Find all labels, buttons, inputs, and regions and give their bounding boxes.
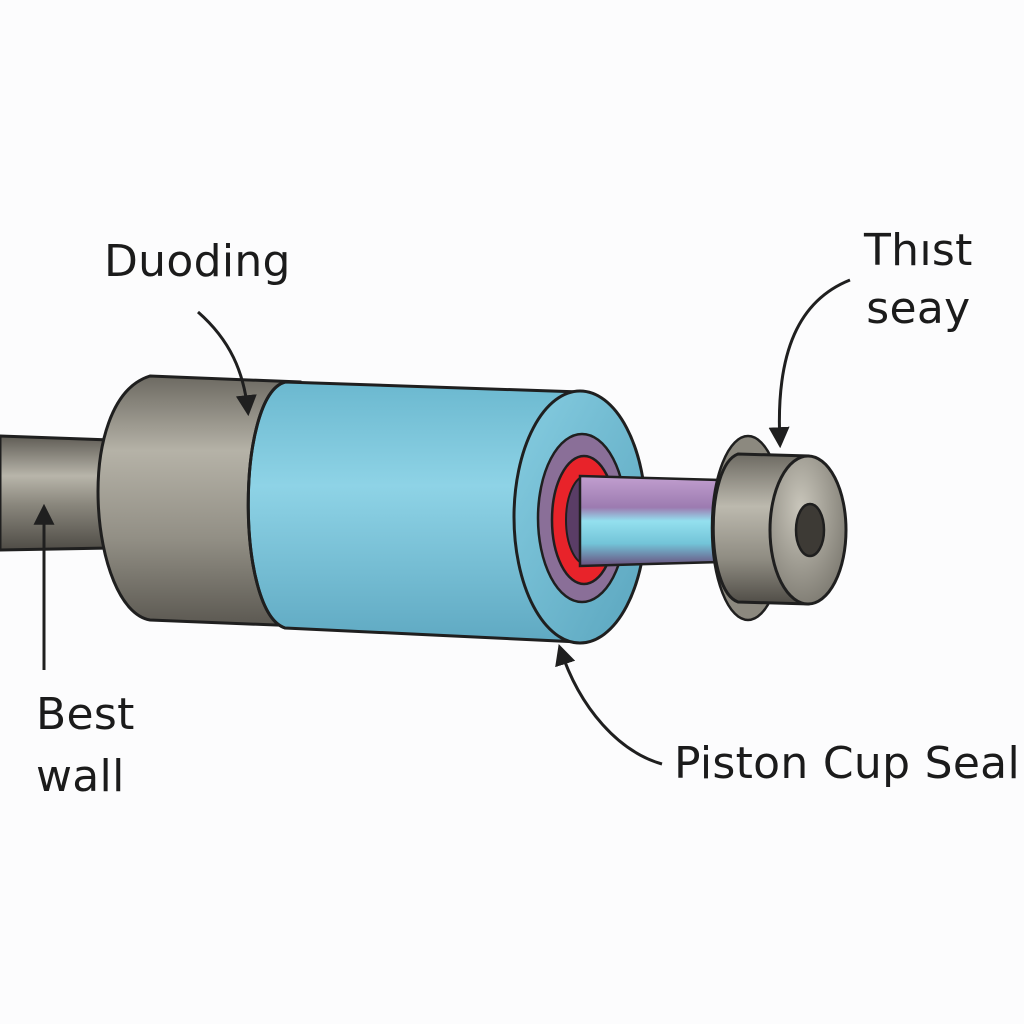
label-thist-line1: Thıst	[864, 225, 973, 276]
label-thist-line2: seay	[866, 283, 971, 335]
label-best-line2: wall	[36, 750, 125, 802]
sleeve-seam	[246, 380, 286, 630]
label-piston-cup-seal: Piston Cup Seal	[674, 738, 1020, 789]
gray-body	[96, 374, 302, 628]
arrow-piston-cup-seal	[555, 644, 663, 766]
left-rod	[0, 434, 112, 552]
inner-rod	[578, 474, 722, 568]
label-thist-seay: Thıst seay	[864, 222, 973, 338]
end-cap-hole	[794, 502, 826, 558]
label-duoding: Duoding	[104, 236, 291, 287]
label-best-wall: Best wall	[36, 684, 135, 807]
arrow-thist-seay	[768, 278, 851, 449]
label-best-line1: Best	[36, 689, 135, 740]
arrow-duoding	[197, 310, 257, 417]
